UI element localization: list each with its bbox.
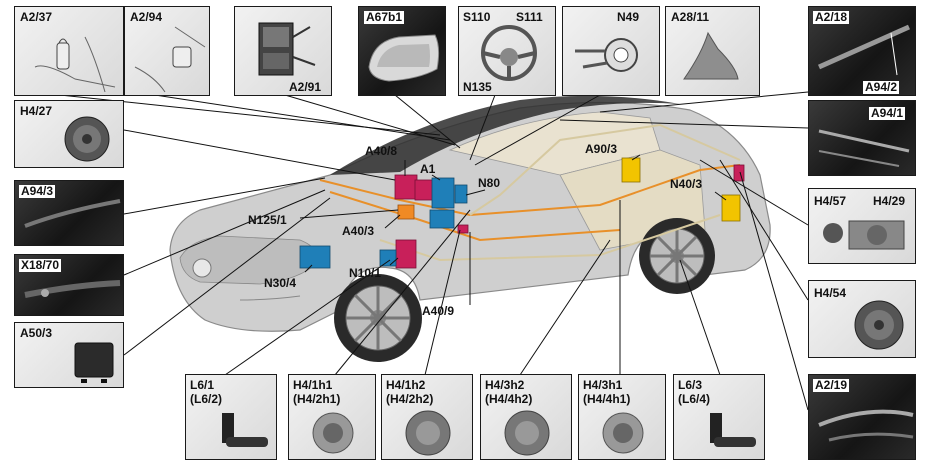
panel-a2-91: A2/91 (234, 6, 332, 96)
title-s111: S111 (516, 10, 543, 24)
tweeter-icon (312, 412, 354, 454)
window-antenna-icon (818, 129, 910, 167)
title-a67b1: A67b1 (364, 10, 405, 24)
title-h4-54: H4/54 (814, 286, 847, 300)
wheel-speed-sensor-icon (222, 413, 268, 447)
label-n80: N80 (478, 176, 501, 190)
antenna-strip-icon (24, 199, 121, 228)
panel-h4-57: H4/57 H4/29 (808, 188, 916, 264)
speaker-icon (64, 116, 110, 162)
panel-a50-3: A50/3 (14, 322, 124, 388)
panel-a2-94: A2/94 (124, 6, 210, 96)
title-l6-1: L6/1 (190, 378, 215, 392)
tweeter-icon (602, 412, 644, 454)
label-a40-9: A40/9 (422, 304, 455, 318)
title-h4-29: H4/29 (873, 194, 906, 208)
panel-a28-11: A28/11 (665, 6, 760, 96)
title-h4-3h2: H4/3h2 (485, 378, 525, 392)
panel-a94-1: A94/1 (808, 100, 916, 176)
panel-h4-54: H4/54 (808, 280, 916, 358)
title-l6-2: (L6/2) (190, 392, 223, 406)
speaker-icon (854, 300, 904, 350)
title-a2-37: A2/37 (20, 10, 53, 24)
steering-angle-sensor-icon (575, 38, 638, 72)
title-h4-2h2: (H4/2h2) (386, 392, 434, 406)
title-h4-1h2: H4/1h2 (386, 378, 426, 392)
title-a2-91: A2/91 (289, 80, 322, 94)
title-h4-27: H4/27 (20, 104, 53, 118)
panel-a2-19: A2/19 (808, 374, 916, 460)
rear-wheel (639, 218, 715, 294)
panel-h4-1h1: H4/1h1 (H4/2h1) (288, 374, 376, 460)
label-n10-1: N10/1 (349, 266, 382, 280)
control-box-icon (74, 342, 114, 383)
title-a2-19: A2/19 (813, 378, 850, 392)
tweeter-icon (823, 220, 905, 250)
title-a2-94: A2/94 (130, 10, 163, 24)
steering-wheel-icon (481, 25, 537, 81)
control-modules (299, 157, 745, 269)
title-h4-2h1: (H4/2h1) (293, 392, 341, 406)
panel-l6-1: L6/1 (L6/2) (185, 374, 277, 460)
title-h4-4h2: (H4/4h2) (485, 392, 533, 406)
title-n49: N49 (617, 10, 640, 24)
midrange-speaker-icon (504, 410, 550, 456)
panel-h4-1h2: H4/1h2 (H4/2h2) (381, 374, 473, 460)
title-a94-2: A94/2 (863, 80, 900, 94)
label-n30-4: N30/4 (264, 276, 297, 290)
label-pointers (299, 154, 727, 305)
wheel-speed-sensor-icon (710, 413, 756, 447)
label-n125-1: N125/1 (248, 213, 287, 227)
title-a50-3: A50/3 (20, 326, 53, 340)
panel-h4-27: H4/27 (14, 100, 124, 168)
label-n40-3: N40/3 (670, 177, 703, 191)
title-h4-4h1: (H4/4h1) (583, 392, 631, 406)
panel-a67b1: A67b1 (358, 6, 446, 96)
title-a28-11: A28/11 (671, 10, 710, 24)
rear-antenna-icon (818, 409, 914, 442)
panel-l6-3: L6/3 (L6/4) (673, 374, 765, 460)
panel-x18-70: X18/70 (14, 254, 124, 316)
panel-a94-3: A94/3 (14, 180, 124, 246)
mirror-sensor-icon (34, 36, 116, 93)
rearview-mirror-icon (368, 34, 440, 82)
control-unit-icon (258, 22, 316, 76)
panel-h4-3h1: H4/3h1 (H4/4h1) (578, 374, 666, 460)
panel-a2-18: A2/18 A94/2 (808, 6, 916, 96)
title-x18-70: X18/70 (19, 258, 62, 272)
title-h4-57: H4/57 (814, 194, 847, 208)
panel-h4-3h2: H4/3h2 (H4/4h2) (480, 374, 572, 460)
title-l6-4: (L6/4) (678, 392, 711, 406)
title-n135: N135 (463, 80, 492, 94)
title-a2-18: A2/18 (813, 10, 850, 24)
title-h4-1h1: H4/1h1 (293, 378, 333, 392)
title-h4-3h1: H4/3h1 (583, 378, 623, 392)
title-s110: S110 (463, 10, 491, 24)
connector-icon (24, 280, 121, 298)
title-a94-3: A94/3 (19, 184, 56, 198)
midrange-speaker-icon (405, 410, 451, 456)
title-l6-3: L6/3 (678, 378, 703, 392)
shark-fin-antenna-icon (683, 31, 739, 80)
label-a90-3: A90/3 (585, 142, 618, 156)
label-a40-3: A40/3 (342, 224, 375, 238)
panel-a2-37: A2/37 (14, 6, 124, 96)
antenna-module-icon (134, 26, 206, 93)
title-a94-1: A94/1 (869, 106, 906, 120)
panel-s110: S110 S111 N135 (458, 6, 556, 96)
panel-n49: N49 (562, 6, 660, 96)
front-wheel (334, 274, 422, 362)
label-a1: A1 (420, 162, 436, 176)
roof-antenna-icon (817, 24, 911, 76)
label-a40-8: A40/8 (365, 144, 398, 158)
